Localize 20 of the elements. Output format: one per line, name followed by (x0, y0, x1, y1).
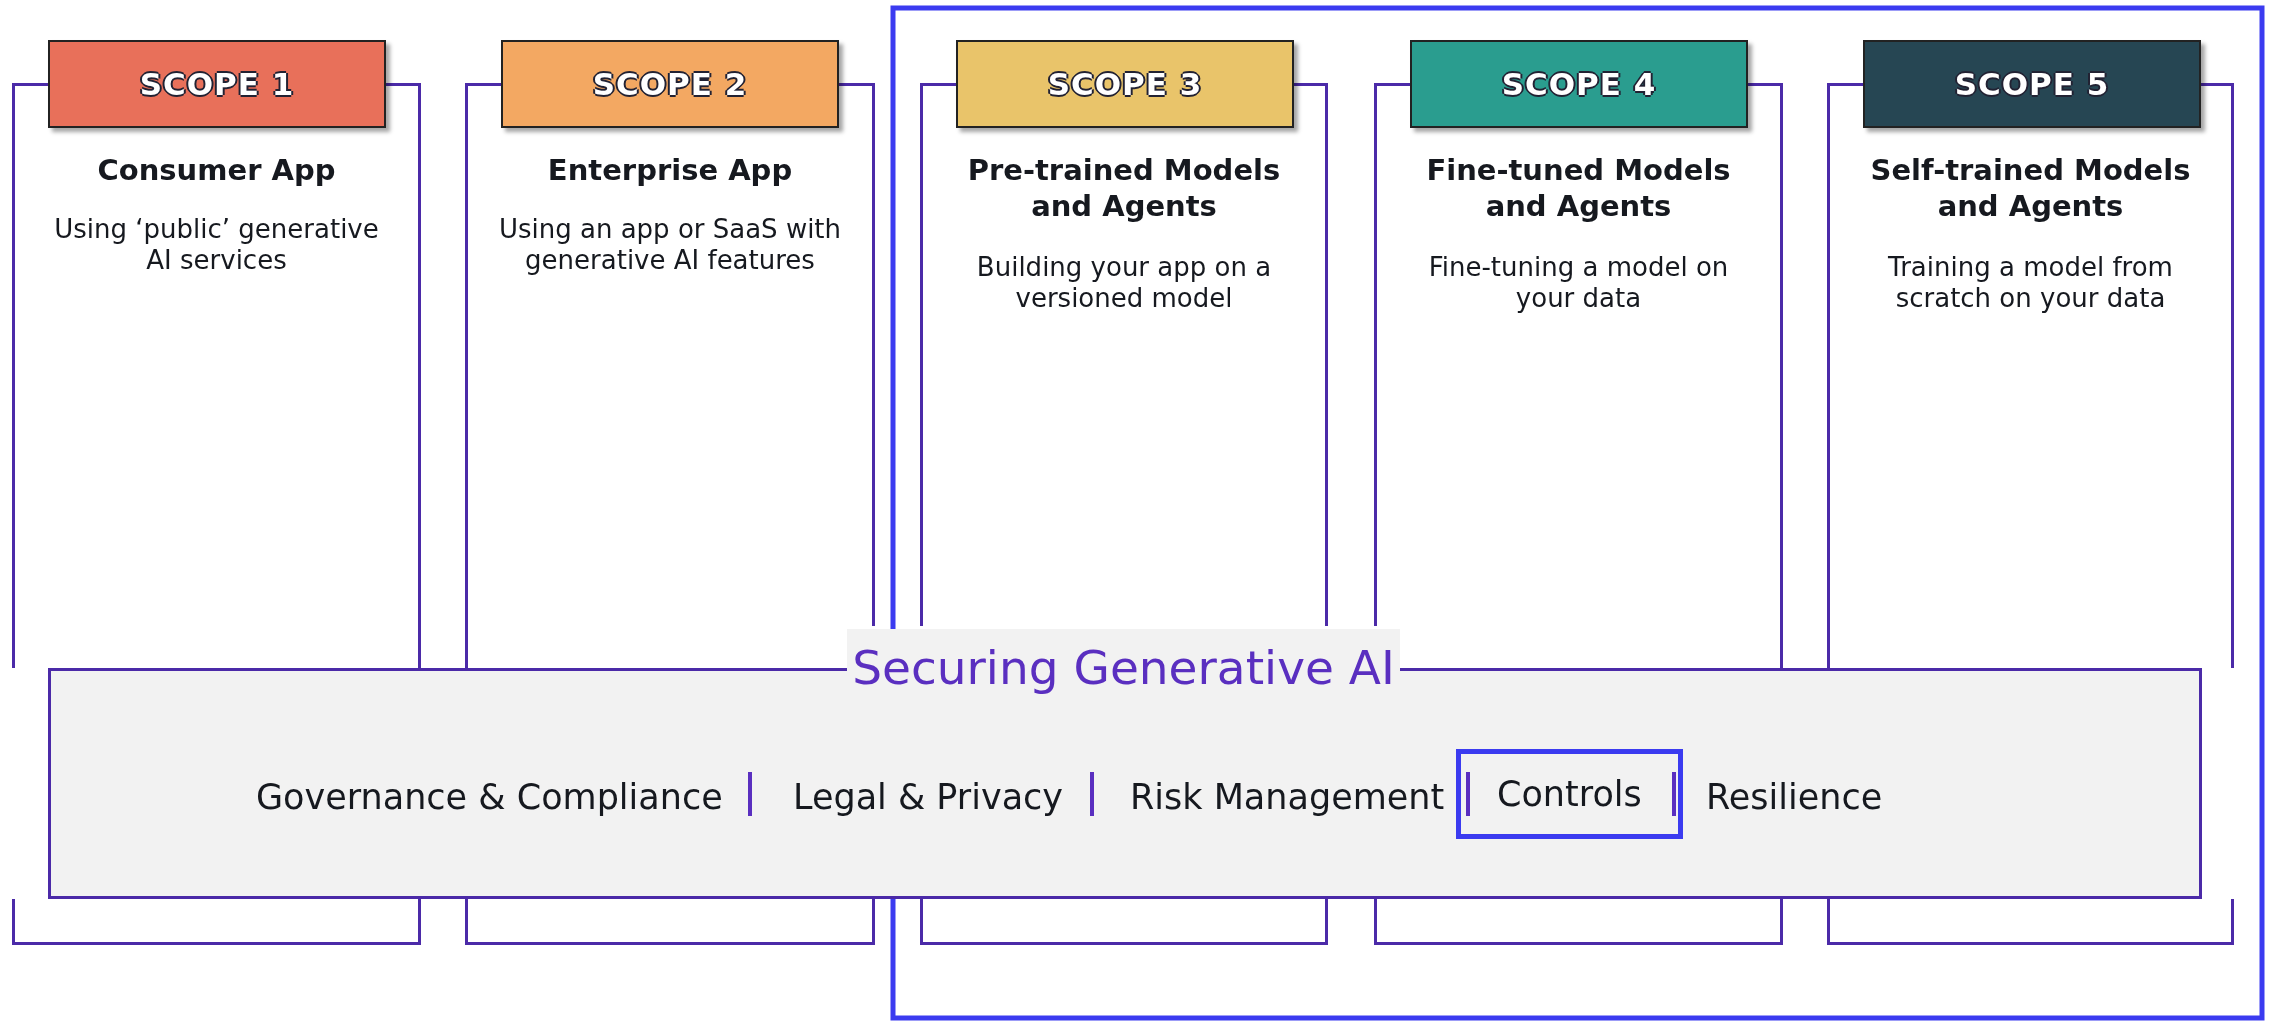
scope-tag: SCOPE 3 (956, 40, 1294, 128)
card-title: Fine-tuned Models and Agents (1425, 152, 1732, 224)
card-description: Training a model from scratch on your data (1887, 252, 2174, 314)
scope-tag: SCOPE 5 (1863, 40, 2201, 128)
scope-tag: SCOPE 4 (1410, 40, 1748, 128)
card-description: Building your app on a versioned model (975, 252, 1273, 314)
card-title: Enterprise App (546, 152, 794, 188)
card-title: Self-trained Models and Agents (1869, 152, 2192, 224)
band-item: Governance & Compliance (256, 776, 723, 819)
card-description: Fine-tuning a model on your data (1427, 252, 1730, 314)
band-item: Legal & Privacy (793, 776, 1064, 819)
card-title: Pre-trained Models and Agents (966, 152, 1282, 224)
highlighted-item: Controls (1456, 749, 1683, 839)
card-title: Consumer App (96, 152, 337, 188)
scope-tag: SCOPE 1 (48, 40, 386, 128)
card-description: Using ‘public’ generative AI services (53, 214, 380, 276)
scope-tag: SCOPE 2 (501, 40, 839, 128)
band-item: Resilience (1706, 776, 1883, 819)
card-description: Using an app or SaaS with generative AI features (498, 214, 842, 276)
band-item: Risk Management (1130, 776, 1445, 819)
